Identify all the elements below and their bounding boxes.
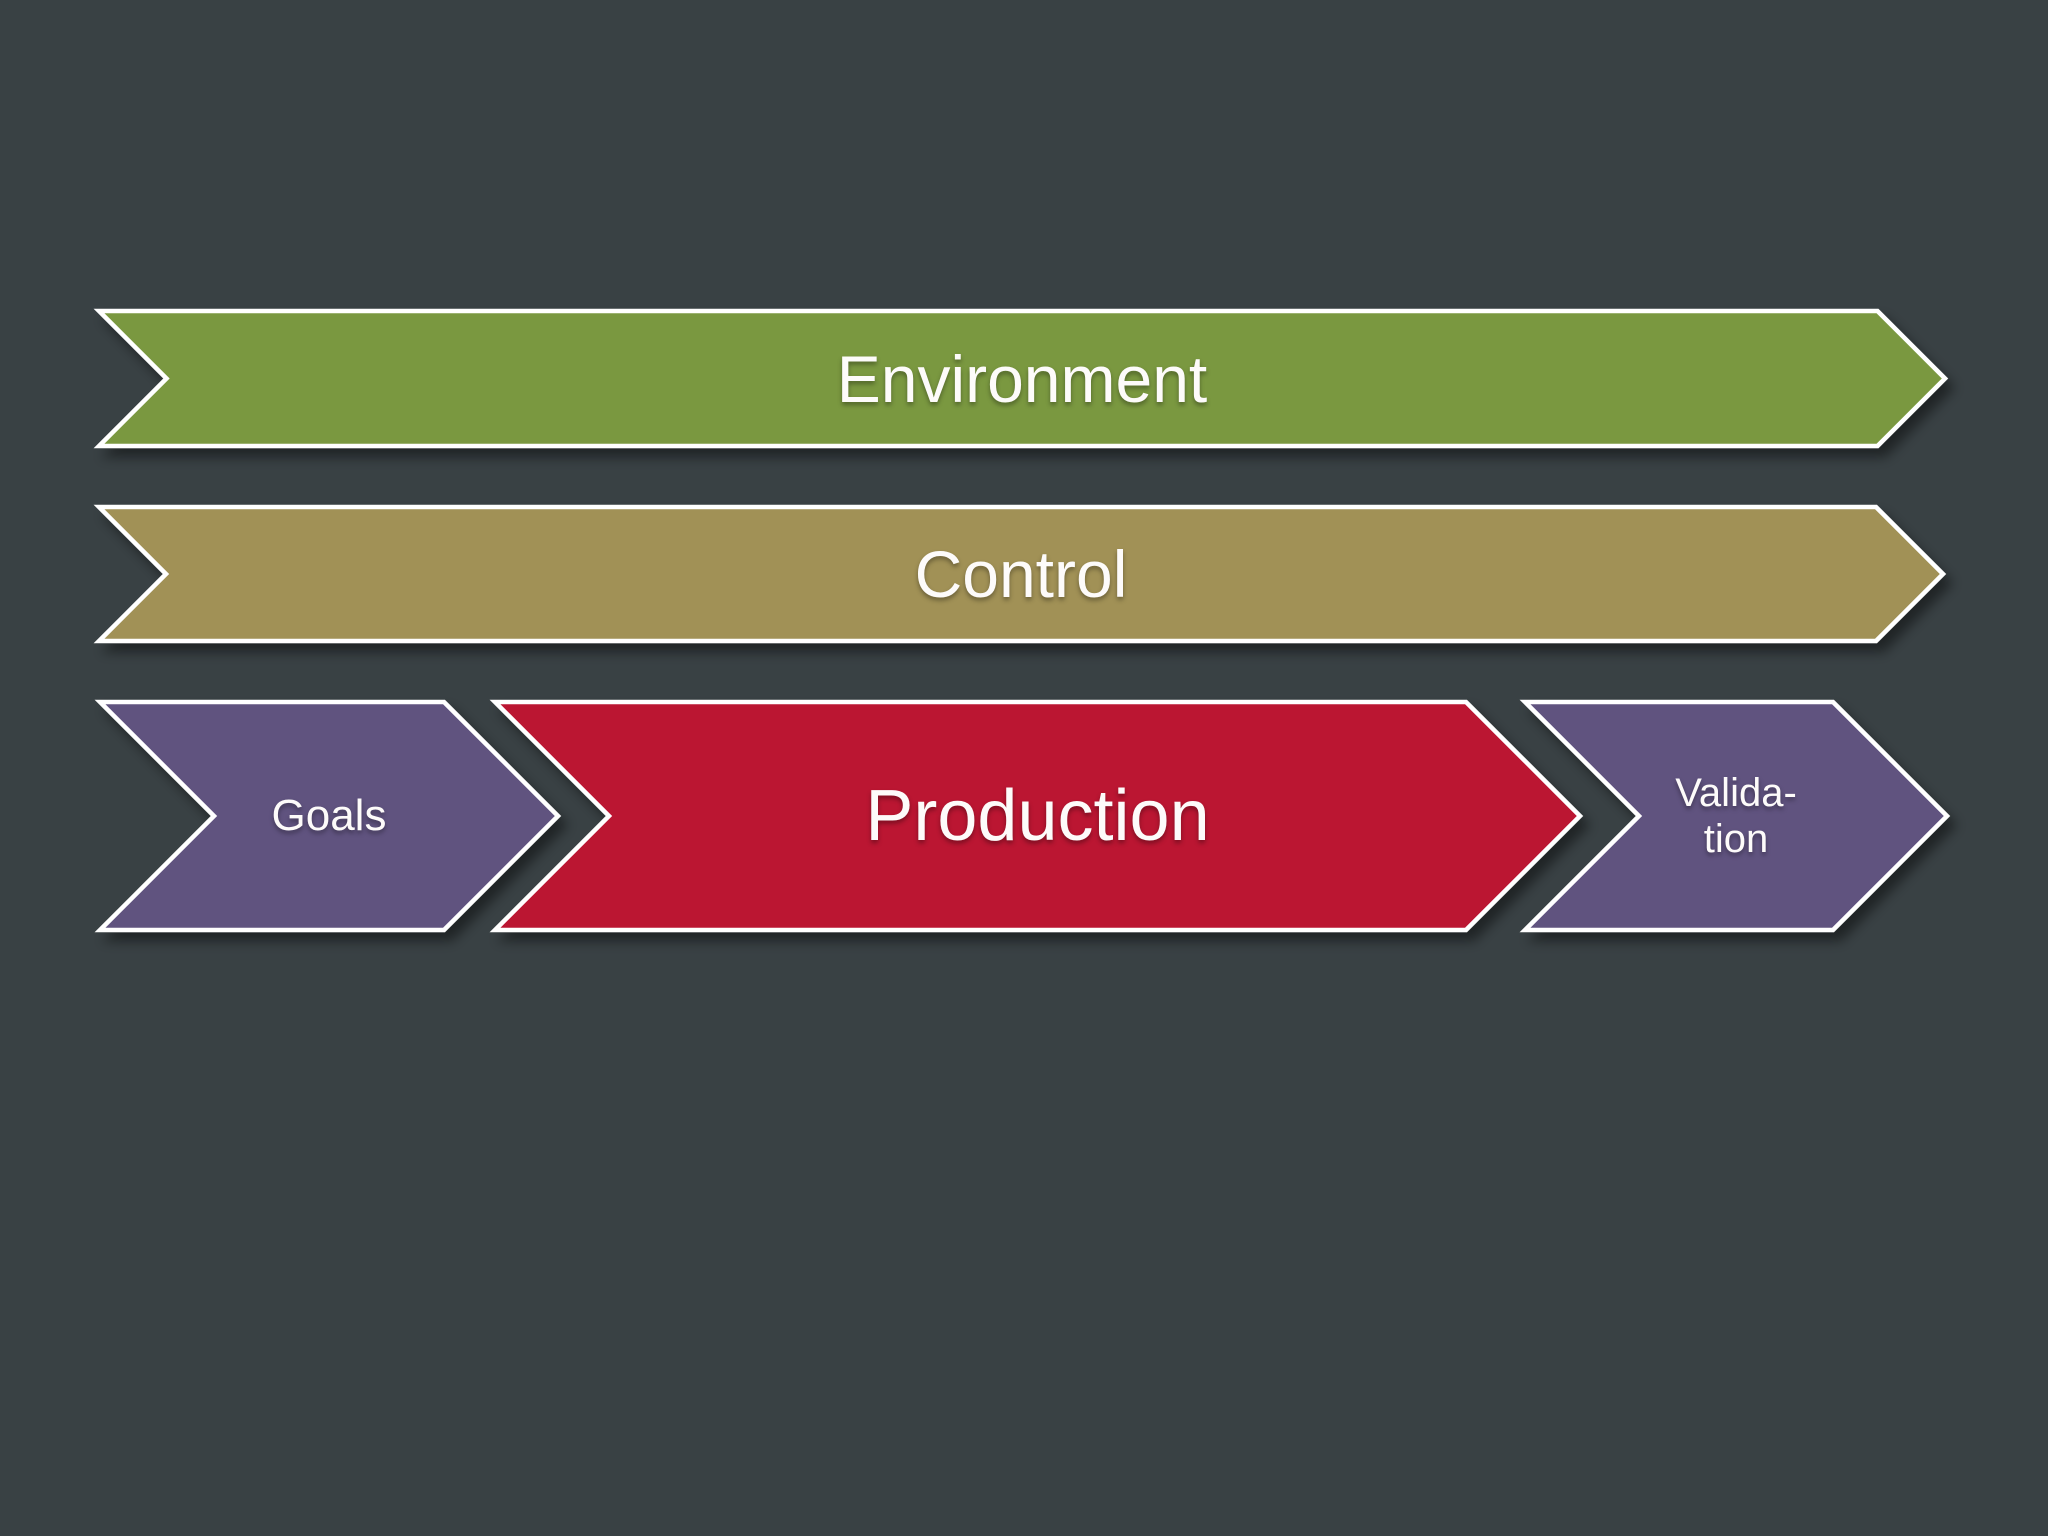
control-arrow xyxy=(93,504,1947,644)
environment-arrow xyxy=(93,308,1949,449)
goals-arrow xyxy=(94,699,562,933)
validation-arrow xyxy=(1519,699,1951,933)
production-arrow xyxy=(489,699,1584,933)
